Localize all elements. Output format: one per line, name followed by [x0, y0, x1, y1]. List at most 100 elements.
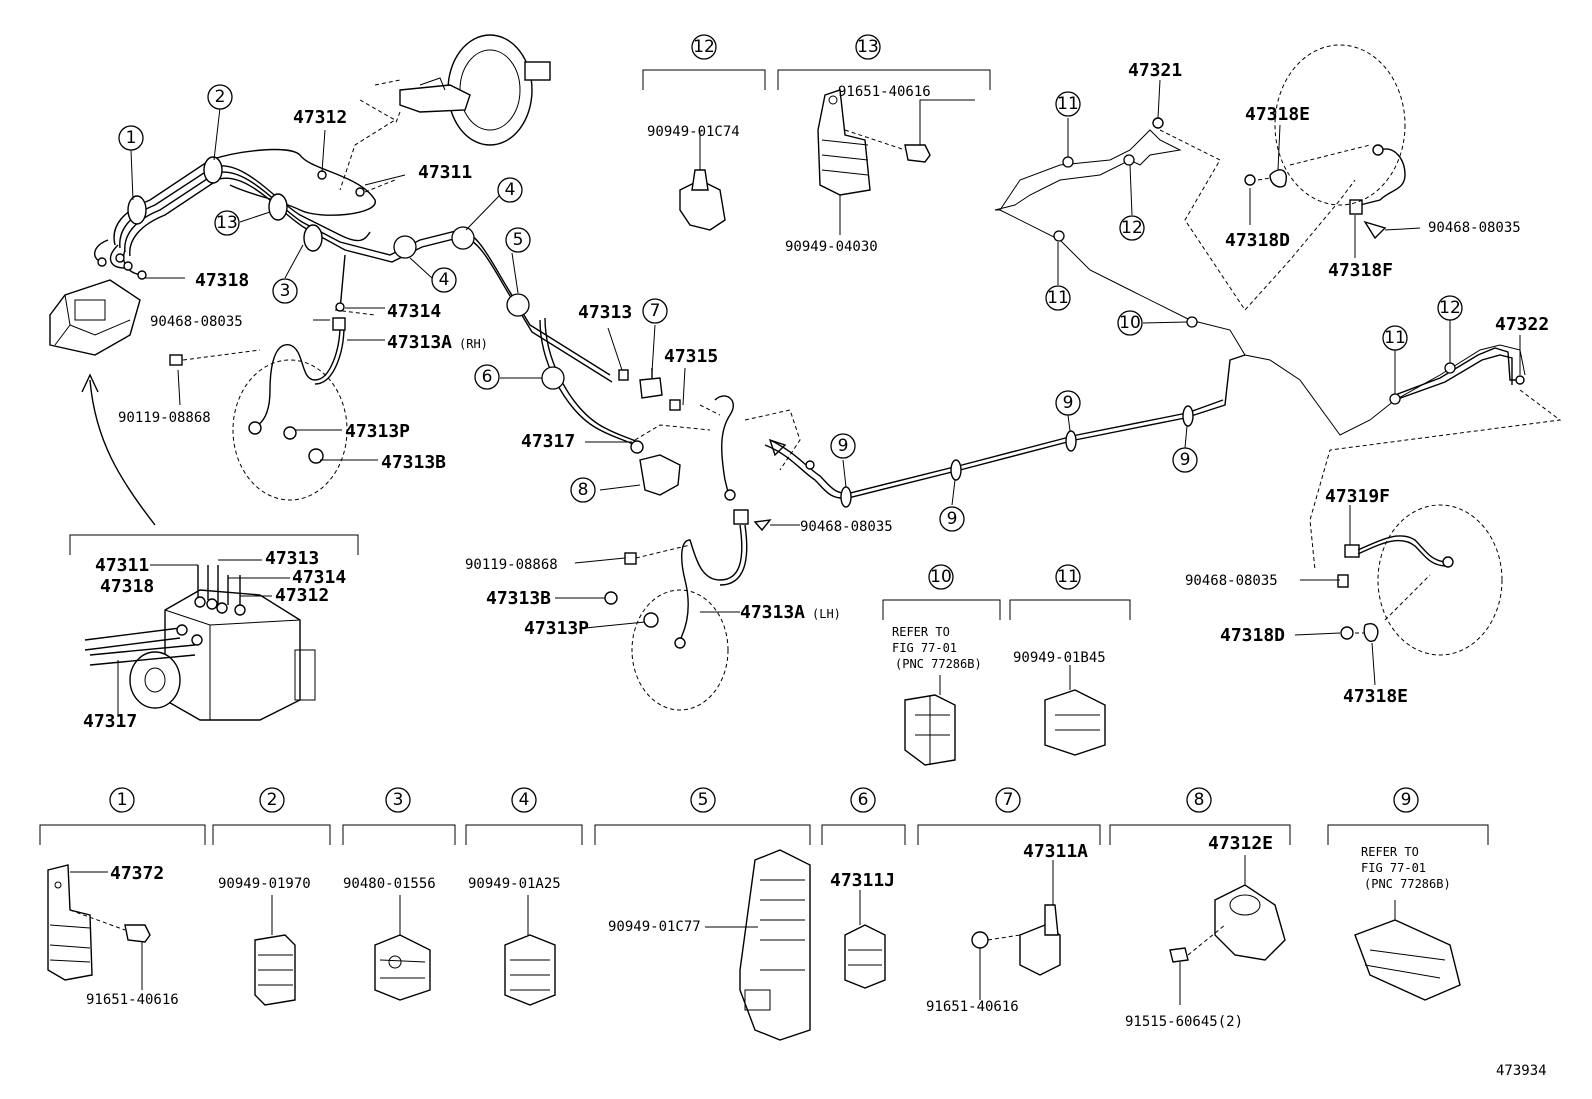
svg-text:12: 12 — [1121, 218, 1143, 238]
label-47318E-a: 47318E — [1245, 104, 1310, 125]
label-47312E: 47312E — [1208, 833, 1273, 854]
brake-tubes-center — [744, 354, 1246, 499]
clamp-refer-77286B-a — [904, 675, 956, 766]
label-47318D-a: 47318D — [1225, 230, 1290, 251]
label-47311-b: 47311 — [95, 555, 149, 576]
clamp-90949-01A25 — [504, 895, 556, 1006]
callout-13-b: 13 — [855, 34, 881, 60]
clamp-90949-01B45 — [1044, 665, 1106, 756]
callout-9-d: 9 — [1172, 447, 1198, 473]
label-91515-60645: 91515-60645(2) — [1125, 1014, 1243, 1030]
callout-8-a: 8 — [570, 477, 596, 503]
label-47313: 47313 — [578, 302, 632, 323]
label-90468-08035-a: 90468-08035 — [150, 314, 243, 330]
brake-booster — [399, 34, 551, 146]
svg-text:1: 1 — [126, 128, 137, 148]
flex-hose-lh — [604, 509, 772, 649]
svg-text:5: 5 — [698, 790, 709, 810]
refer-b-line2: FIG 77-01 — [1361, 861, 1426, 875]
label-47313B-b: 47313B — [486, 588, 551, 609]
label-47311J: 47311J — [830, 870, 895, 891]
svg-text:9: 9 — [838, 436, 849, 456]
label-47313P-a: 47313P — [345, 421, 410, 442]
label-90949-01A25: 90949-01A25 — [468, 876, 561, 892]
bracket-47311A — [971, 860, 1061, 1000]
label-47312-a: 47312 — [293, 107, 347, 128]
svg-text:3: 3 — [393, 790, 404, 810]
callout-10-a: 10 — [1117, 310, 1143, 336]
callout-6-b: 6 — [850, 787, 876, 813]
svg-text:7: 7 — [650, 301, 661, 321]
diagram-id: 473934 — [1496, 1063, 1547, 1079]
label-90949-04030: 90949-04030 — [785, 239, 878, 255]
callout-5-b: 5 — [690, 787, 716, 813]
svg-text:10: 10 — [1119, 313, 1141, 333]
callout-4-a: 4 — [497, 177, 523, 203]
brake-tubes-front — [94, 148, 641, 446]
label-90949-01C74: 90949-01C74 — [647, 124, 740, 140]
label-47318F: 47318F — [1328, 260, 1393, 281]
label-90949-01B45: 90949-01B45 — [1013, 650, 1106, 666]
svg-text:13: 13 — [857, 37, 879, 57]
label-90468-08035-b: 90468-08035 — [800, 519, 893, 535]
svg-text:4: 4 — [519, 790, 530, 810]
clamp-90949-04030 — [817, 89, 975, 235]
callout-6-a: 6 — [474, 364, 500, 390]
svg-text:12: 12 — [693, 37, 715, 57]
label-47318D-b: 47318D — [1220, 625, 1285, 646]
label-47318-b: 47318 — [100, 576, 154, 597]
callout-2-a: 2 — [207, 84, 233, 110]
label-47321: 47321 — [1128, 60, 1182, 81]
rear-hose-lower — [1337, 535, 1454, 642]
refer-a-line1: REFER TO — [892, 625, 950, 639]
label-90119-08868-b: 90119-08868 — [465, 557, 558, 573]
clamp-90949-01C74 — [679, 130, 726, 231]
svg-text:2: 2 — [267, 790, 278, 810]
svg-text:7: 7 — [1003, 790, 1014, 810]
callout-4-b: 4 — [431, 267, 457, 293]
label-47318-a: 47318 — [195, 270, 249, 291]
callout-11-b: 11 — [1045, 285, 1071, 311]
abs-actuator-detail — [84, 565, 316, 721]
svg-text:9: 9 — [947, 509, 958, 529]
svg-text:4: 4 — [439, 270, 450, 290]
callout-11-a: 11 — [1055, 91, 1081, 117]
callout-7-b: 7 — [995, 787, 1021, 813]
refer-b-line1: REFER TO — [1361, 845, 1419, 859]
label-47372: 47372 — [110, 863, 164, 884]
refer-a-line2: FIG 77-01 — [892, 641, 957, 655]
label-rh: (RH) — [459, 337, 488, 351]
label-90480-01556: 90480-01556 — [343, 876, 436, 892]
callout-7-a: 7 — [642, 298, 668, 324]
label-47314: 47314 — [387, 301, 441, 322]
label-47314-b: 47314 — [292, 567, 346, 588]
svg-text:3: 3 — [280, 281, 291, 301]
refer-b-line3: (PNC 77286B) — [1364, 877, 1451, 891]
label-47311A: 47311A — [1023, 841, 1088, 862]
callout-1-a: 1 — [118, 125, 144, 151]
label-47317-a: 47317 — [521, 431, 575, 452]
svg-text:1: 1 — [117, 790, 128, 810]
callout-1-b: 1 — [109, 787, 135, 813]
label-47311-a: 47311 — [418, 162, 472, 183]
callout-11-c: 11 — [1382, 325, 1408, 351]
callout-9-e: 9 — [1393, 787, 1419, 813]
label-47315: 47315 — [664, 346, 718, 367]
callout-2-b: 2 — [259, 787, 285, 813]
callout-11-d: 11 — [1055, 564, 1081, 590]
callout-12-a: 12 — [1119, 215, 1145, 241]
clamp-90949-01970 — [254, 895, 296, 1006]
label-lh: (LH) — [812, 607, 841, 621]
label-47312-b: 47312 — [275, 585, 329, 606]
label-91651-40616-c: 91651-40616 — [926, 999, 1019, 1015]
flex-hose-rh — [169, 317, 346, 464]
callout-4-c: 4 — [511, 787, 537, 813]
svg-text:11: 11 — [1057, 567, 1079, 587]
svg-text:11: 11 — [1047, 288, 1069, 308]
label-90468-08035-d: 90468-08035 — [1185, 573, 1278, 589]
label-47313A-lh: 47313A — [740, 602, 805, 623]
callout-3-a: 3 — [272, 278, 298, 304]
svg-text:10: 10 — [930, 567, 952, 587]
